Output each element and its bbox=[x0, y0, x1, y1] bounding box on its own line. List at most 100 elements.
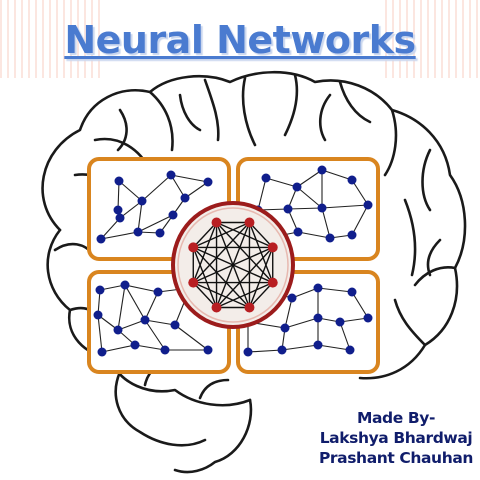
hub-node bbox=[188, 277, 199, 288]
brain-outline bbox=[41, 70, 467, 474]
network-edge bbox=[134, 344, 166, 351]
network-edge bbox=[101, 344, 136, 353]
network-node bbox=[93, 310, 103, 320]
network-node bbox=[95, 285, 105, 295]
hub-edge bbox=[192, 247, 218, 308]
network-node bbox=[97, 347, 107, 357]
credits-author: Lakshya Bhardwaj bbox=[319, 429, 473, 447]
network-edge bbox=[144, 319, 176, 326]
hub-edge bbox=[215, 222, 251, 308]
network-node bbox=[347, 175, 357, 185]
hub-node bbox=[244, 302, 255, 313]
network-edge bbox=[100, 231, 139, 240]
network-edge bbox=[265, 177, 298, 188]
network-edge bbox=[339, 321, 351, 351]
network-node bbox=[347, 230, 357, 240]
network-node bbox=[363, 200, 373, 210]
hub-nodes bbox=[188, 217, 278, 313]
hub-edge bbox=[192, 281, 250, 309]
network-node bbox=[113, 325, 123, 335]
network-edge bbox=[117, 319, 146, 331]
network-edge bbox=[141, 174, 172, 202]
hub-edge bbox=[216, 222, 274, 284]
central-hub bbox=[171, 201, 295, 329]
network-node bbox=[313, 340, 323, 350]
network-node bbox=[280, 323, 290, 333]
hub-edge bbox=[216, 221, 274, 249]
network-node bbox=[335, 317, 345, 327]
network-node bbox=[347, 287, 357, 297]
network-edge bbox=[124, 284, 159, 293]
network-node bbox=[115, 213, 125, 223]
network-edge bbox=[97, 314, 103, 353]
credits-heading: Made By- bbox=[356, 409, 436, 427]
network-edge bbox=[296, 186, 323, 209]
network-node bbox=[133, 227, 143, 237]
hub-edge bbox=[192, 222, 218, 283]
network-node bbox=[140, 315, 150, 325]
network-edge bbox=[174, 324, 209, 351]
network-node bbox=[325, 233, 335, 243]
hub-edge bbox=[248, 222, 274, 248]
hub-node bbox=[211, 302, 222, 313]
network-node bbox=[166, 170, 176, 180]
network-edge bbox=[291, 287, 319, 299]
network-node bbox=[203, 345, 213, 355]
hub-edge bbox=[192, 282, 218, 308]
decorative-stripes-right bbox=[380, 0, 480, 78]
network-edge bbox=[144, 291, 159, 321]
hub-node bbox=[267, 242, 278, 253]
hub-ring-inner bbox=[177, 207, 289, 323]
network-edge bbox=[297, 231, 331, 239]
network-node bbox=[345, 345, 355, 355]
network-node bbox=[313, 283, 323, 293]
network-edge bbox=[247, 349, 283, 353]
network-node bbox=[292, 182, 302, 192]
network-node bbox=[243, 347, 253, 357]
network-edge bbox=[257, 177, 267, 211]
network-edge bbox=[137, 200, 143, 233]
network-edge bbox=[119, 200, 143, 219]
network-edge bbox=[321, 204, 369, 209]
network-edge bbox=[317, 344, 351, 351]
network-node bbox=[261, 173, 271, 183]
network-node bbox=[114, 176, 124, 186]
network-edge bbox=[281, 344, 319, 351]
network-edge bbox=[124, 284, 146, 321]
network-edge bbox=[351, 204, 369, 236]
network-edge bbox=[144, 319, 166, 351]
page-title: Neural Networks bbox=[64, 18, 416, 62]
network-node bbox=[130, 340, 140, 350]
network-edge bbox=[117, 180, 120, 211]
network-node bbox=[180, 193, 190, 203]
network-edge bbox=[287, 207, 323, 210]
network-edge bbox=[321, 207, 331, 239]
network-node bbox=[317, 203, 327, 213]
network-node bbox=[287, 293, 297, 303]
network-node bbox=[96, 234, 106, 244]
network-node bbox=[283, 204, 293, 214]
network-edge bbox=[100, 217, 121, 240]
network-edge bbox=[117, 284, 126, 331]
credits-author: Prashant Chauhan bbox=[318, 449, 474, 467]
network-edge bbox=[351, 179, 369, 206]
network-edge bbox=[284, 297, 293, 329]
hub-edge bbox=[248, 282, 274, 308]
network-edge bbox=[321, 169, 353, 181]
network-edge bbox=[339, 317, 369, 323]
network-edge bbox=[351, 291, 369, 319]
network-node bbox=[137, 196, 147, 206]
network-node bbox=[155, 228, 165, 238]
network-edge bbox=[118, 180, 143, 202]
network-edge bbox=[170, 174, 209, 183]
hub-node bbox=[211, 217, 222, 228]
network-node bbox=[317, 165, 327, 175]
network-node bbox=[113, 205, 123, 215]
network-node bbox=[168, 210, 178, 220]
hub-edge bbox=[192, 222, 218, 248]
decorative-stripes-left bbox=[0, 0, 100, 78]
network-node bbox=[277, 345, 287, 355]
hub-node bbox=[267, 277, 278, 288]
network-edge bbox=[296, 169, 323, 188]
network-node bbox=[120, 280, 130, 290]
